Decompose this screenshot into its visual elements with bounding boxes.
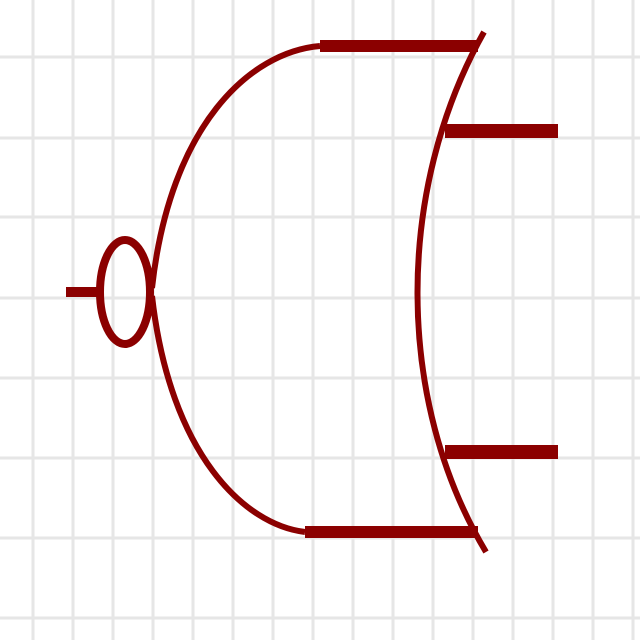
gate-back-curve [414, 30, 489, 554]
inversion-bubble-icon [96, 236, 154, 348]
gate-lower-curve [149, 295, 306, 535]
gate-upper-curve [149, 43, 321, 289]
nor-gate-icon [66, 30, 558, 554]
